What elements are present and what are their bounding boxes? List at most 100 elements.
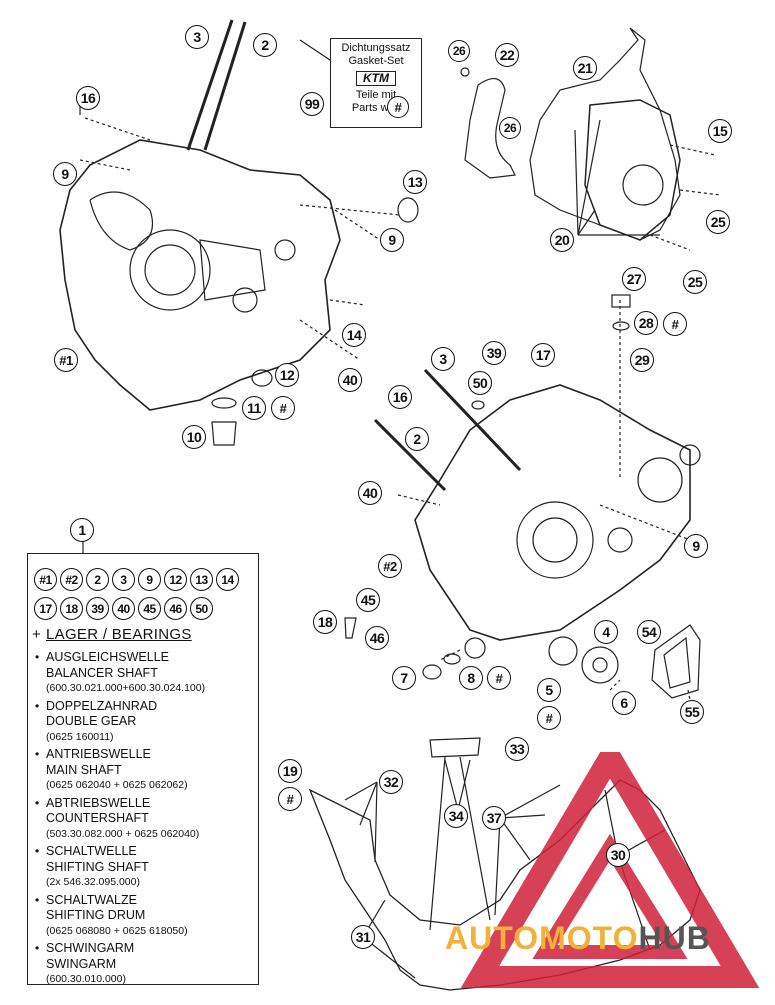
callout-34[interactable]: 34 [444, 804, 468, 828]
bolt-3-lower [423, 368, 522, 472]
callout-29[interactable]: 29 [630, 348, 654, 372]
gasket-21 [529, 27, 681, 241]
crankcase-gasket [308, 779, 701, 991]
item-part-number: (600.30.021.000+600.30.024.100) [46, 682, 206, 694]
callout-4[interactable]: 4 [594, 620, 618, 644]
callout-7[interactable]: 7 [392, 666, 416, 690]
item-de: SCHALTWALZE [46, 892, 137, 907]
callout-25-upper[interactable]: 25 [706, 210, 730, 234]
callout-9-lower[interactable]: 9 [684, 534, 708, 558]
callout-9-mid[interactable]: 9 [380, 228, 404, 252]
callout-gasket-hash: # [387, 96, 409, 118]
item-part-number: (0625 160011) [46, 730, 114, 743]
legend-callout: 46 [164, 597, 187, 620]
callout-5-hash[interactable]: # [537, 706, 561, 730]
right-crankcase-half [414, 384, 691, 641]
callout-31[interactable]: 31 [351, 925, 375, 949]
legend-callout: 45 [138, 597, 161, 620]
o-ring-5 [548, 636, 578, 666]
callout-17[interactable]: 17 [531, 343, 555, 367]
callout-37[interactable]: 37 [482, 806, 506, 830]
callout-28[interactable]: 28 [634, 311, 658, 335]
watermark-triangle [460, 752, 760, 988]
callout-39[interactable]: 39 [482, 341, 506, 365]
callout-6[interactable]: 6 [612, 691, 636, 715]
bolt-3-upper [186, 19, 234, 151]
callout-22[interactable]: 22 [495, 43, 519, 67]
watermark-moto: MOTO [539, 920, 639, 956]
callout-18[interactable]: 18 [313, 610, 337, 634]
callout-30[interactable]: 30 [606, 843, 630, 867]
callout-26-top[interactable]: 26 [448, 40, 470, 62]
callout-16[interactable]: 16 [76, 86, 100, 110]
item-de: ANTRIEBSWELLE [46, 747, 151, 761]
callout-32[interactable]: 32 [379, 770, 403, 794]
callout-40-upper[interactable]: 40 [338, 368, 362, 392]
callout-15[interactable]: 15 [708, 119, 732, 143]
callout-9[interactable]: 9 [53, 162, 77, 186]
legend-callout: 18 [60, 597, 83, 620]
legend-callout: #1 [34, 568, 57, 591]
callout-14[interactable]: 14 [342, 323, 366, 347]
legend-callout: 14 [216, 568, 239, 591]
callout-21[interactable]: 21 [573, 56, 597, 80]
callout-13[interactable]: 13 [403, 170, 427, 194]
legend-callout: 17 [34, 597, 57, 620]
callout-5[interactable]: 5 [537, 678, 561, 702]
callout-54[interactable]: 54 [637, 620, 661, 644]
legend-callout: #2 [60, 568, 83, 591]
legend-callout: 40 [112, 597, 135, 620]
clutch-cover-20 [584, 99, 681, 241]
callout-hash1[interactable]: #1 [54, 348, 78, 372]
cover-gasket-54 [651, 624, 701, 699]
item-part-number: (503.30.082.000 + 0625 062040) [46, 827, 200, 840]
item-en: SWINGARM [46, 956, 117, 971]
item-en: SHIFTING DRUM [46, 908, 146, 922]
item-en: SHIFTING SHAFT [46, 859, 149, 874]
callout-8-hash[interactable]: # [487, 666, 511, 690]
callout-55[interactable]: 55 [680, 700, 704, 724]
callout-27[interactable]: 27 [622, 267, 646, 291]
legend-callout: 3 [112, 568, 135, 591]
callout-99[interactable]: 99 [300, 92, 324, 116]
callout-45[interactable]: 45 [356, 588, 380, 612]
item-en: DOUBLE GEAR [46, 714, 137, 728]
callout-40-lower[interactable]: 40 [358, 481, 382, 505]
callout-50[interactable]: 50 [468, 371, 492, 395]
callout-hash2[interactable]: #2 [378, 554, 402, 578]
legend-plus: + [32, 626, 41, 643]
callout-2-lower[interactable]: 2 [405, 427, 429, 451]
item-part-number: (600.30.010.000) [46, 973, 126, 985]
callout-33[interactable]: 33 [505, 737, 529, 761]
callout-25-lower[interactable]: 25 [683, 270, 707, 294]
bolt-2-upper [203, 21, 247, 151]
callout-8[interactable]: 8 [459, 666, 483, 690]
callout-26-lower[interactable]: 26 [499, 117, 521, 139]
callout-3-lower[interactable]: 3 [431, 347, 455, 371]
item-en: BALANCER SHAFT [46, 665, 158, 680]
callout-3[interactable]: 3 [185, 25, 209, 49]
callout-19-hash[interactable]: # [278, 787, 302, 811]
gasket-22 [464, 78, 516, 179]
callout-20[interactable]: 20 [550, 228, 574, 252]
callout-2[interactable]: 2 [253, 33, 277, 57]
item-en: MAIN SHAFT [46, 762, 122, 777]
callout-11[interactable]: 11 [242, 396, 266, 420]
ktm-logo: KTM [356, 71, 396, 86]
callout-10[interactable]: 10 [182, 425, 206, 449]
callout-11-hash[interactable]: # [271, 396, 295, 420]
list-item: ABTRIEBSWELLECOUNTERSHAFT(503.30.082.000… [30, 796, 256, 843]
callout-16-lower[interactable]: 16 [388, 385, 412, 409]
item-de: AUSGLEICHSWELLE [46, 650, 169, 664]
bearings-heading: LAGER / BEARINGS [46, 626, 192, 643]
callout-1[interactable]: 1 [70, 518, 94, 542]
callout-19[interactable]: 19 [278, 759, 302, 783]
callout-46[interactable]: 46 [365, 626, 389, 650]
callout-28-hash[interactable]: # [663, 312, 687, 336]
item-de: SCHWINGARM [46, 941, 135, 955]
callout-12[interactable]: 12 [275, 363, 299, 387]
